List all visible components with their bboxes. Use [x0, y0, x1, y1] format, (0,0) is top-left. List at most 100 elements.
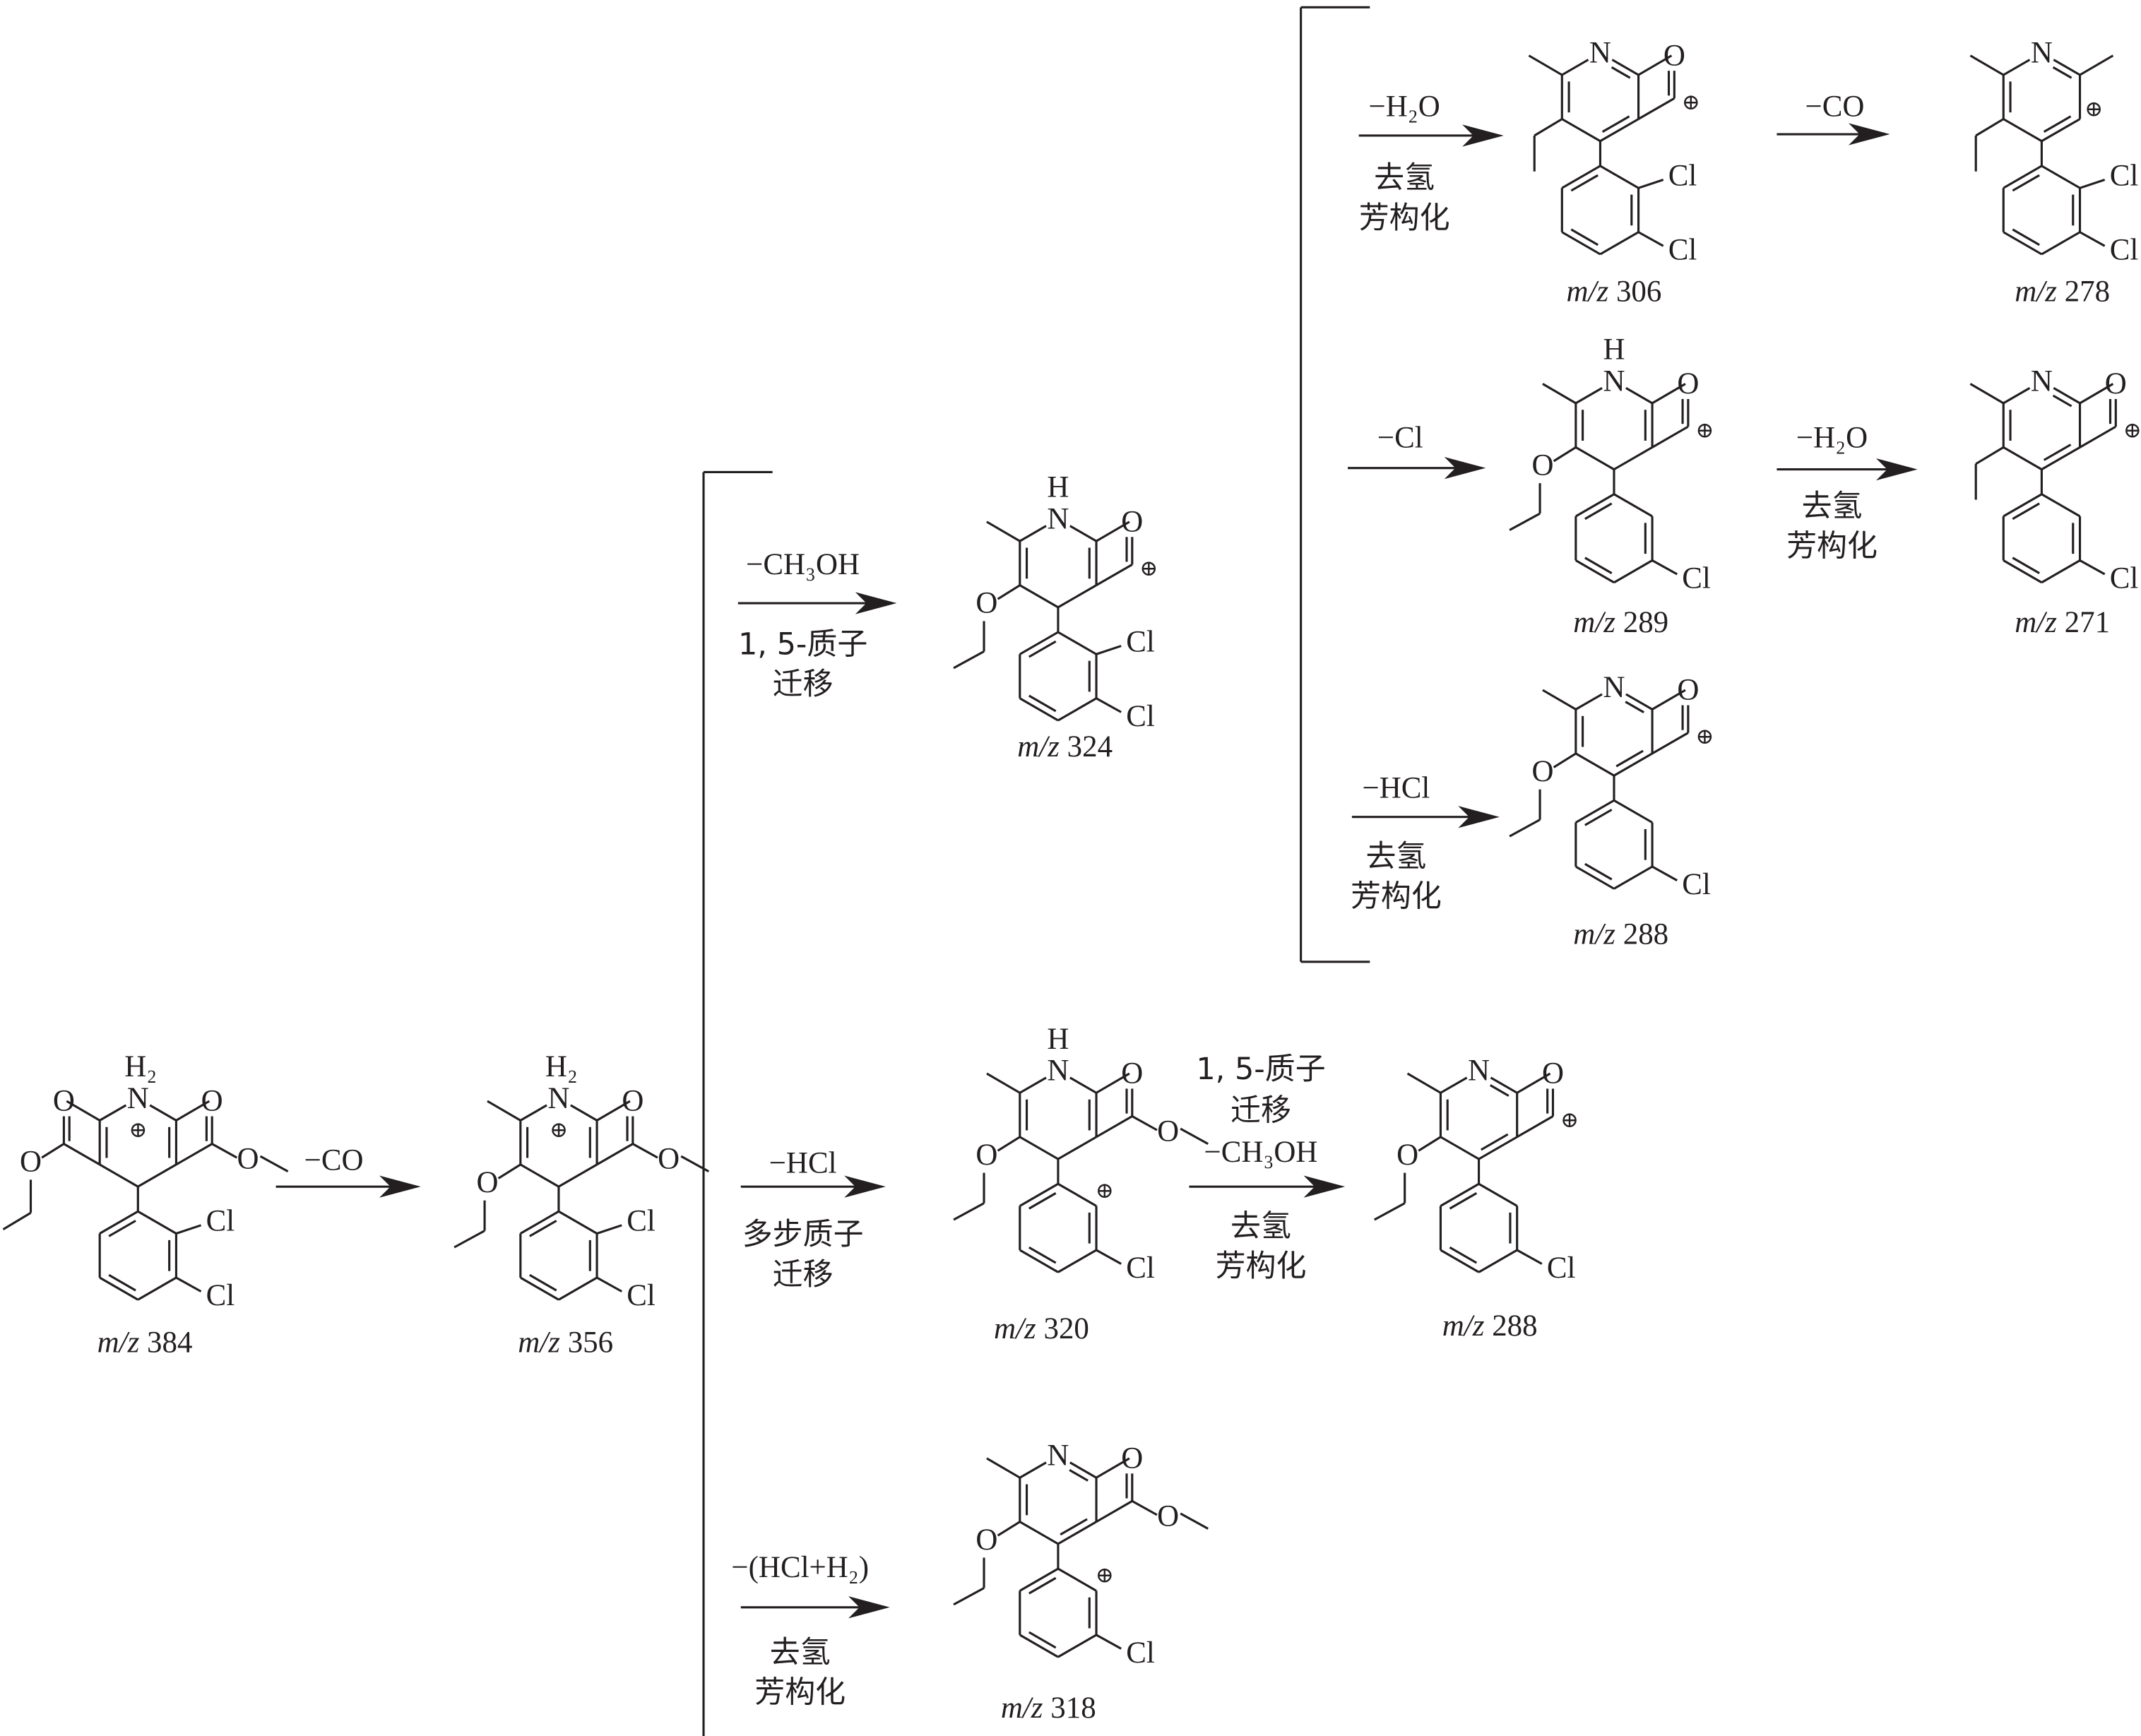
ethyl [953, 650, 985, 670]
condition-label: 芳构化 [1351, 879, 1442, 915]
condition-label: 去氢 [1802, 489, 1863, 524]
bond [2003, 231, 2043, 256]
double-bond [1570, 228, 1599, 246]
bond [520, 1104, 547, 1122]
oxygen-atom: O [1121, 1057, 1143, 1090]
nitrogen-atom: N [1047, 1439, 1069, 1473]
reagent-label: −CO [1805, 90, 1864, 124]
positive-charge: ⊕ [1560, 1107, 1579, 1132]
mz-prefix: m/z [518, 1326, 567, 1359]
ethyl [1975, 118, 2005, 137]
mz-value: 288 [1623, 917, 1668, 951]
bond [520, 1276, 559, 1301]
positive-charge: ⊕ [2084, 97, 2103, 121]
methyl [1096, 1072, 1130, 1094]
bond [1575, 752, 1615, 777]
double-bond [1584, 502, 1613, 521]
reagent-label: −CO [304, 1144, 364, 1177]
methyl [1637, 54, 1673, 76]
mz-prefix: m/z [2015, 275, 2064, 308]
double-bond [1028, 1192, 1057, 1210]
positive-charge: ⊕ [1096, 1178, 1114, 1203]
bond [1019, 1567, 1059, 1592]
double-bond [1570, 174, 1599, 192]
reagent-label: −(HCl+H₂) [731, 1551, 869, 1584]
mz-label: m/z 356 [518, 1326, 613, 1359]
bond [1096, 697, 1122, 713]
bond [1019, 584, 1059, 609]
positive-charge: ⊕ [1695, 418, 1714, 443]
bond [1057, 584, 1097, 609]
bond [2079, 231, 2106, 247]
nitrogen-atom: N [1047, 503, 1069, 536]
oxygen-atom: O [1531, 755, 1553, 788]
bond [1069, 1461, 1097, 1479]
positive-charge: ⊕ [550, 1117, 568, 1142]
double-bond [1601, 115, 1630, 133]
condition-label: 去氢 [1365, 839, 1426, 874]
condition-label: 去氢 [770, 1635, 831, 1670]
chlorine-atom: Cl [1126, 700, 1155, 733]
chlorine-atom: Cl [2110, 562, 2139, 595]
bond [1651, 732, 1689, 755]
mz-label: m/z 288 [1573, 917, 1668, 951]
bond [1575, 387, 1603, 405]
condition-label: 芳构化 [1786, 529, 1878, 564]
reaction-arrow: −CO [275, 1144, 421, 1198]
reagent-label: −CH₃OH [1204, 1136, 1318, 1169]
double-bond [2012, 502, 2040, 521]
bond [1575, 446, 1615, 470]
bond [1057, 1567, 1097, 1592]
reagent-label: −H₂O [1368, 90, 1440, 124]
methyl [986, 1457, 1021, 1479]
reagent-label: −Cl [1377, 421, 1423, 454]
ethyl [453, 1230, 485, 1249]
double-bond [1615, 749, 1644, 768]
double-bond [529, 1273, 557, 1292]
bond [1575, 799, 1615, 824]
bond [1057, 631, 1097, 655]
mz-value: 288 [1492, 1309, 1537, 1343]
methyl [175, 1100, 210, 1122]
bond [632, 1143, 658, 1159]
bond [1613, 446, 1653, 470]
condition-label: 迁移 [773, 667, 834, 702]
methyl [1542, 689, 1577, 711]
bond [2041, 231, 2081, 256]
branch-bracket [1300, 6, 1370, 963]
bond [596, 1143, 634, 1166]
reaction-arrow: −Cl [1348, 421, 1486, 480]
reagent-label: −H₂O [1796, 421, 1868, 454]
positive-charge: ⊕ [1695, 724, 1714, 749]
nitrogen-atom: N [2031, 36, 2053, 69]
hydrogen-atoms: H₂ [545, 1050, 578, 1083]
bond [2003, 165, 2043, 189]
mz-prefix: m/z [1573, 606, 1623, 639]
chlorine-atom: Cl [1682, 868, 1711, 901]
bond [63, 1143, 100, 1166]
bond [520, 1163, 559, 1188]
bond [1019, 1461, 1047, 1479]
methyl [1651, 383, 1686, 405]
positive-charge: ⊕ [2123, 418, 2141, 443]
oxygen-atom: O [1677, 367, 1699, 400]
double-bond [1069, 1469, 1089, 1482]
chlorine-atom: Cl [1126, 625, 1155, 658]
mz-prefix: m/z [994, 1312, 1043, 1345]
double-bond [1028, 640, 1057, 658]
bond [1019, 697, 1059, 722]
reagent-label: −CH₃OH [746, 548, 860, 581]
oxygen-atom: O [975, 587, 997, 620]
bond [1057, 1136, 1097, 1160]
bond [2003, 493, 2043, 518]
mz-label: m/z 306 [1567, 275, 1662, 308]
arrow-head [379, 1175, 421, 1198]
double-bond [1449, 1192, 1478, 1210]
mz-prefix: m/z [1017, 730, 1067, 763]
nitrogen-atom: N [1047, 1054, 1069, 1088]
ethyl [2, 1211, 32, 1231]
